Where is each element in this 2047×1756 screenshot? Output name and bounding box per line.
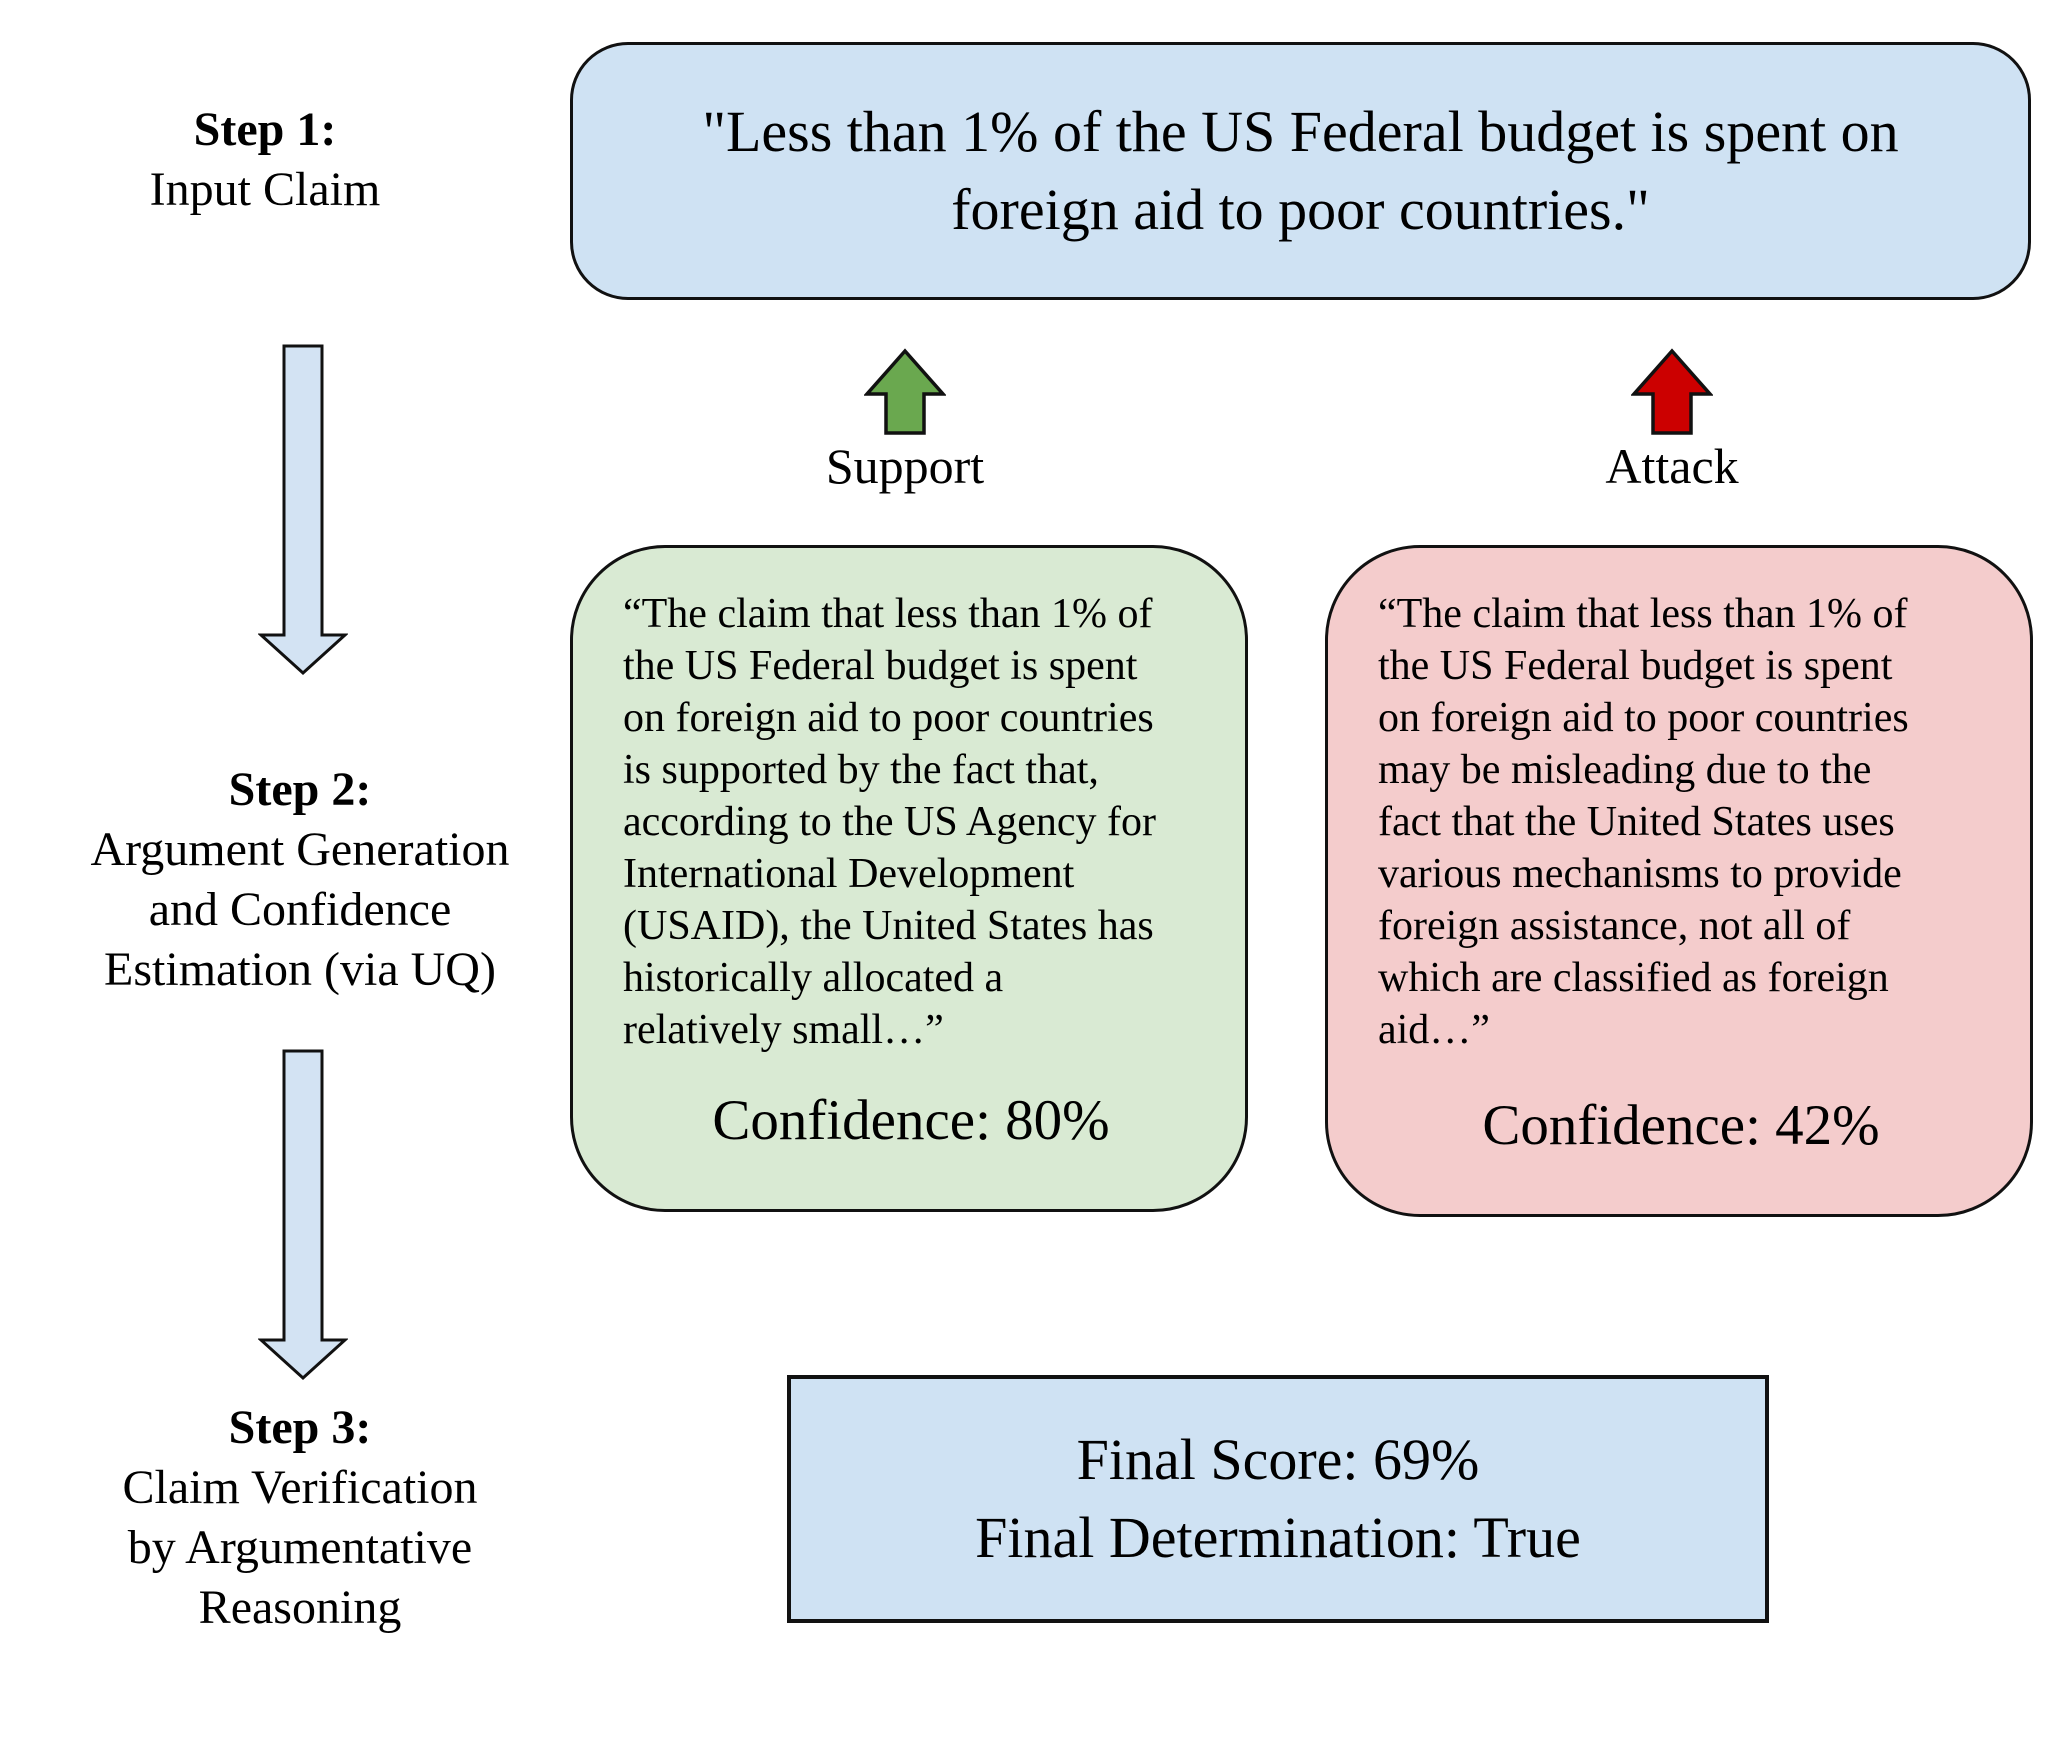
final-score: Final Score: 69% xyxy=(1076,1427,1480,1492)
step3-subtitle: Claim Verification by Argumentative Reas… xyxy=(122,1461,478,1634)
support-arrow-shape xyxy=(864,348,946,435)
down-arrow-shape xyxy=(258,1049,348,1381)
down-arrow-icon xyxy=(258,1049,348,1381)
input-claim-box: "Less than 1% of the US Federal budget i… xyxy=(570,42,2031,300)
step2-title: Step 2: xyxy=(228,763,372,816)
step2-subtitle: Argument Generation and Confidence Estim… xyxy=(90,823,510,996)
attack-arrow-icon xyxy=(1631,348,1713,435)
down-arrow-shape xyxy=(258,344,348,676)
support-argument-box: “The claim that less than 1% of the US F… xyxy=(570,545,1248,1212)
down-arrow-icon xyxy=(258,344,348,676)
step3-label: Step 3: Claim Verification by Argumentat… xyxy=(50,1398,550,1638)
support-arrow-icon xyxy=(864,348,946,435)
attack-argument-box: “The claim that less than 1% of the US F… xyxy=(1325,545,2033,1217)
final-result-box: Final Score: 69% Final Determination: Tr… xyxy=(787,1375,1769,1623)
step1-label: Step 1: Input Claim xyxy=(65,100,465,220)
attack-argument-text: “The claim that less than 1% of the US F… xyxy=(1378,591,1909,1053)
attack-arrow-shape xyxy=(1631,348,1713,435)
step1-subtitle: Input Claim xyxy=(149,163,381,216)
final-determination: Final Determination: True xyxy=(975,1505,1581,1570)
step2-label: Step 2: Argument Generation and Confiden… xyxy=(50,760,550,1000)
input-claim-text: "Less than 1% of the US Federal budget i… xyxy=(702,99,1899,242)
attack-label: Attack xyxy=(1605,438,1739,494)
step3-title: Step 3: xyxy=(228,1401,372,1454)
support-label: Support xyxy=(825,438,985,494)
step1-title: Step 1: xyxy=(193,103,337,156)
support-argument-text: “The claim that less than 1% of the US F… xyxy=(623,591,1157,1053)
attack-confidence: Confidence: 42% xyxy=(1482,1094,1880,1157)
support-confidence: Confidence: 80% xyxy=(712,1089,1110,1152)
